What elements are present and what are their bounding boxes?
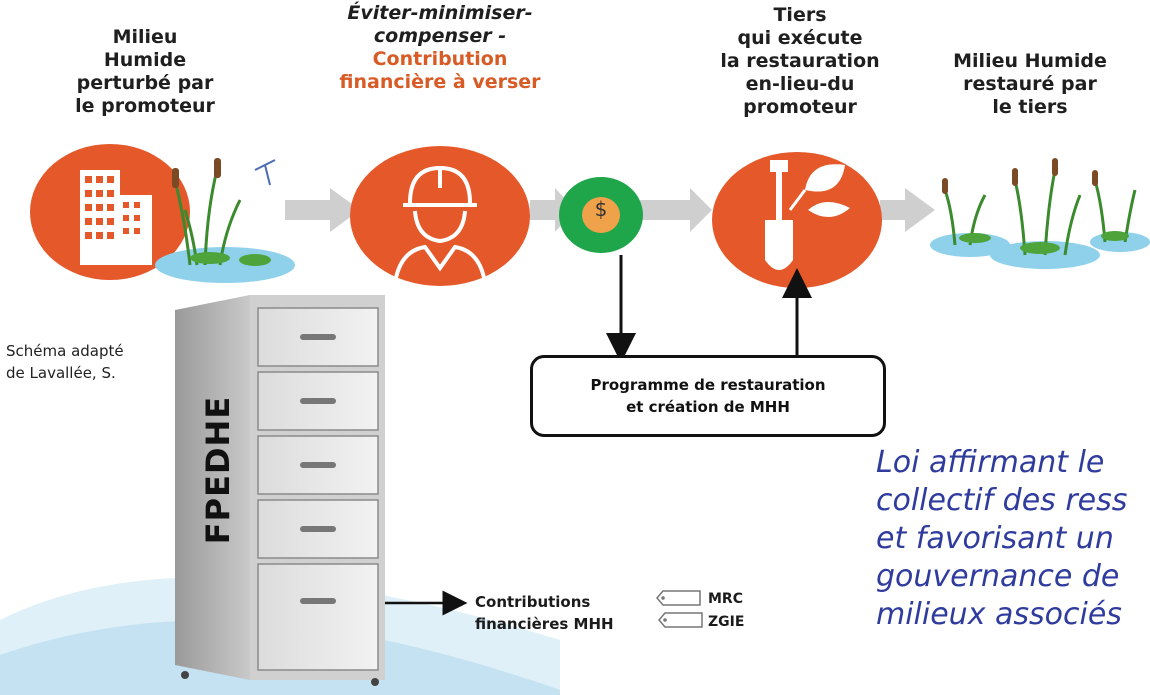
source-note-line2: de Lavallée, S.: [6, 364, 116, 382]
contributions-line2: financières MHH: [475, 615, 614, 633]
contributions-line1: Contributions: [475, 593, 591, 611]
step-third-party-caption: Tiers qui exécute la restauration en-lie…: [700, 4, 900, 119]
step-restored-caption: Milieu Humide restauré par le tiers: [935, 50, 1125, 119]
tag-mrc: MRC: [708, 591, 743, 607]
step-disturbed-caption: Milieu Humide perturbé par le promoteur: [50, 26, 240, 118]
tag-icon: [656, 590, 703, 628]
law-line4: gouvernance de: [876, 559, 1120, 594]
step-compensate-caption: Éviter-minimiser- compenser - Contributi…: [325, 2, 555, 94]
law-line1: Loi affirmant le: [876, 445, 1105, 480]
disturbed-wetland-icon: [30, 144, 295, 283]
restoration-program-box: Programme de restauration et création de…: [530, 355, 886, 437]
law-line5: milieux associés: [876, 597, 1122, 632]
step-compensate-line2: compenser -: [373, 25, 507, 47]
step-compensate-line1: Éviter-minimiser-: [347, 2, 533, 24]
contributions-label: Contributions financières MHH: [475, 591, 614, 635]
filing-cabinet-icon: [175, 295, 385, 686]
tag-zgie: ZGIE: [708, 614, 745, 630]
step-restored-line2: restauré par: [963, 73, 1097, 95]
step-third-party-line5: promoteur: [743, 96, 857, 118]
source-note-line1: Schéma adapté: [6, 342, 124, 360]
engineer-icon: [350, 146, 530, 286]
restored-wetland-icon: [930, 158, 1150, 269]
step-third-party-line3: la restauration: [720, 50, 880, 72]
step-disturbed-line3: perturbé par: [76, 72, 214, 94]
step-third-party-line4: en-lieu-du: [745, 73, 855, 95]
step-disturbed-line1: Milieu: [112, 26, 178, 48]
law-line2: collectif des ress: [876, 483, 1128, 518]
step-restored-line1: Milieu Humide: [953, 50, 1107, 72]
program-line1: Programme de restauration: [590, 376, 826, 394]
step-compensate-line3: Contribution: [372, 48, 508, 70]
step-restored-line3: le tiers: [992, 96, 1068, 118]
law-line3: et favorisant un: [876, 521, 1114, 556]
law-text: Loi affirmant le collectif des ress et f…: [876, 444, 1127, 634]
step-third-party-line1: Tiers: [773, 4, 827, 26]
step-disturbed-line4: le promoteur: [75, 95, 215, 117]
money-node-icon: [559, 177, 643, 253]
source-note: Schéma adapté de Lavallée, S.: [6, 340, 124, 384]
program-line2: et création de MHH: [626, 398, 790, 416]
step-disturbed-line2: Humide: [103, 49, 187, 71]
cabinet-label: FPEDHE: [199, 395, 237, 545]
dollar-symbol: $: [594, 197, 608, 221]
step-third-party-line2: qui exécute: [737, 27, 863, 49]
step-compensate-line4: financière à verser: [339, 71, 541, 93]
shovel-icon: [712, 152, 882, 288]
